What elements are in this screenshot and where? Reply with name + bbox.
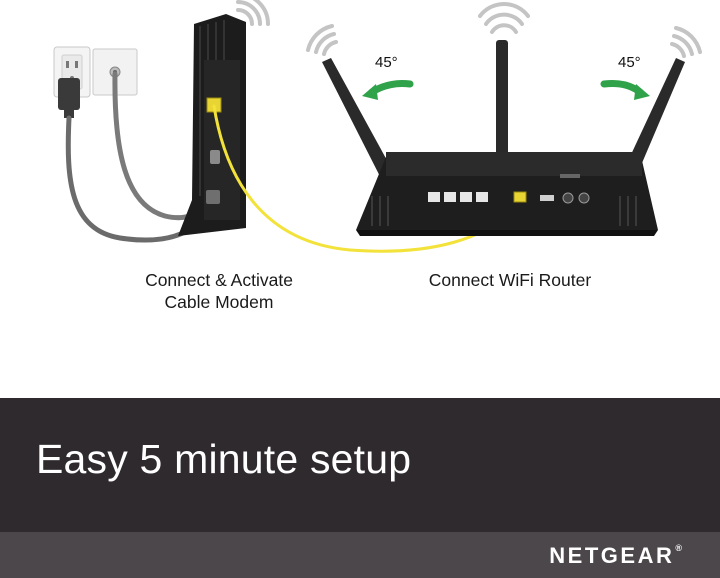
router-wifi-signal-left-icon	[306, 24, 338, 56]
wifi-signal-icon	[236, 0, 270, 26]
netgear-logo: NETGEAR®	[549, 543, 682, 569]
brand-footer: NETGEAR®	[0, 532, 720, 578]
setup-illustration: 45° 45° Connect & Activate Cable Modem C…	[53, 0, 702, 313]
modem-caption-line-1: Connect & Activate	[145, 270, 293, 290]
rotate-left-arrow-icon	[362, 80, 414, 100]
antenna-angle-left-label: 45°	[375, 54, 398, 71]
modem-caption: Connect & Activate Cable Modem	[118, 269, 320, 313]
banner-title: Easy 5 minute setup	[36, 436, 412, 482]
wifi-router-icon	[356, 152, 658, 236]
modem-caption-line-2: Cable Modem	[164, 292, 274, 312]
cable-modem-icon	[178, 14, 246, 236]
registered-mark: ®	[675, 543, 682, 553]
power-plug-icon	[58, 78, 80, 118]
antenna-angle-right-label: 45°	[618, 54, 641, 71]
setup-banner: Easy 5 minute setup	[0, 398, 720, 532]
router-wifi-signal-right-icon	[670, 26, 702, 58]
router-wifi-signal-center-icon	[478, 2, 530, 34]
rotate-right-arrow-icon	[600, 80, 650, 100]
brand-name: NETGEAR	[549, 543, 675, 568]
router-caption: Connect WiFi Router	[428, 270, 592, 290]
